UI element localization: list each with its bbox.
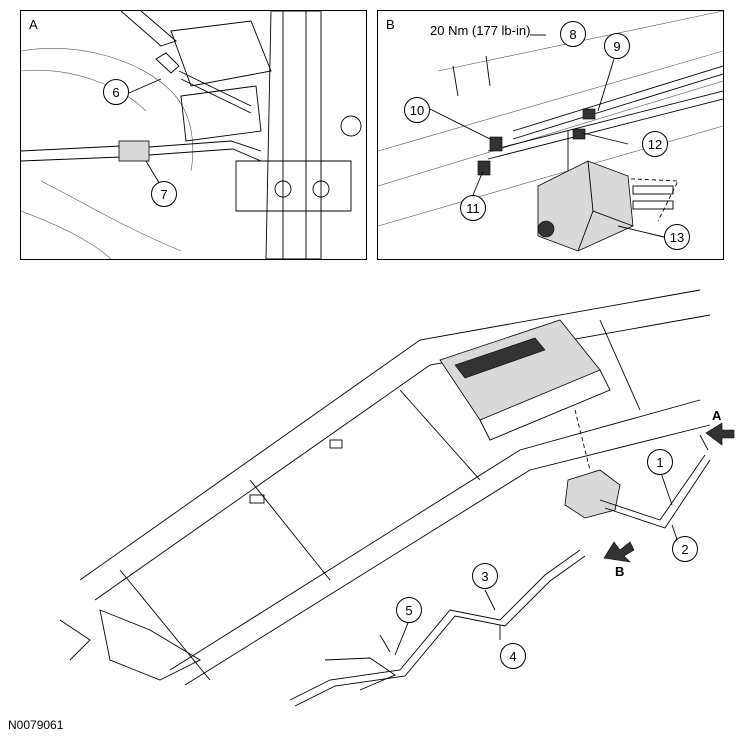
callout-12: 12 [642,131,668,157]
callout-1: 1 [647,449,673,475]
callout-5: 5 [396,597,422,623]
detail-a-drawing [21,11,362,259]
detail-a-letter: A [29,17,38,32]
callout-13: 13 [664,224,690,250]
figure-id: N0079061 [8,718,64,732]
callout-3: 3 [472,563,498,589]
detail-view-a: A 6 7 [20,10,367,260]
view-arrow-a-label: A [712,408,722,423]
torque-spec: 20 Nm (177 lb-in) [430,23,531,38]
callout-11: 11 [460,195,486,221]
callout-6: 6 [103,79,129,105]
vehicle-frame-drawing [59,289,735,707]
callout-8: 8 [560,21,586,47]
vehicle-frame-view: 1 2 3 4 5 A B [0,280,740,715]
detail-b-drawing [378,11,723,252]
callout-4: 4 [500,643,526,669]
detail-view-b: B 20 Nm (177 lb-in) 8 9 10 11 12 13 [377,10,724,260]
callout-9: 9 [604,33,630,59]
callout-2: 2 [672,536,698,562]
callout-10: 10 [404,97,430,123]
view-arrow-b-label: B [615,564,625,579]
detail-b-letter: B [386,17,395,32]
callout-7: 7 [151,181,177,207]
